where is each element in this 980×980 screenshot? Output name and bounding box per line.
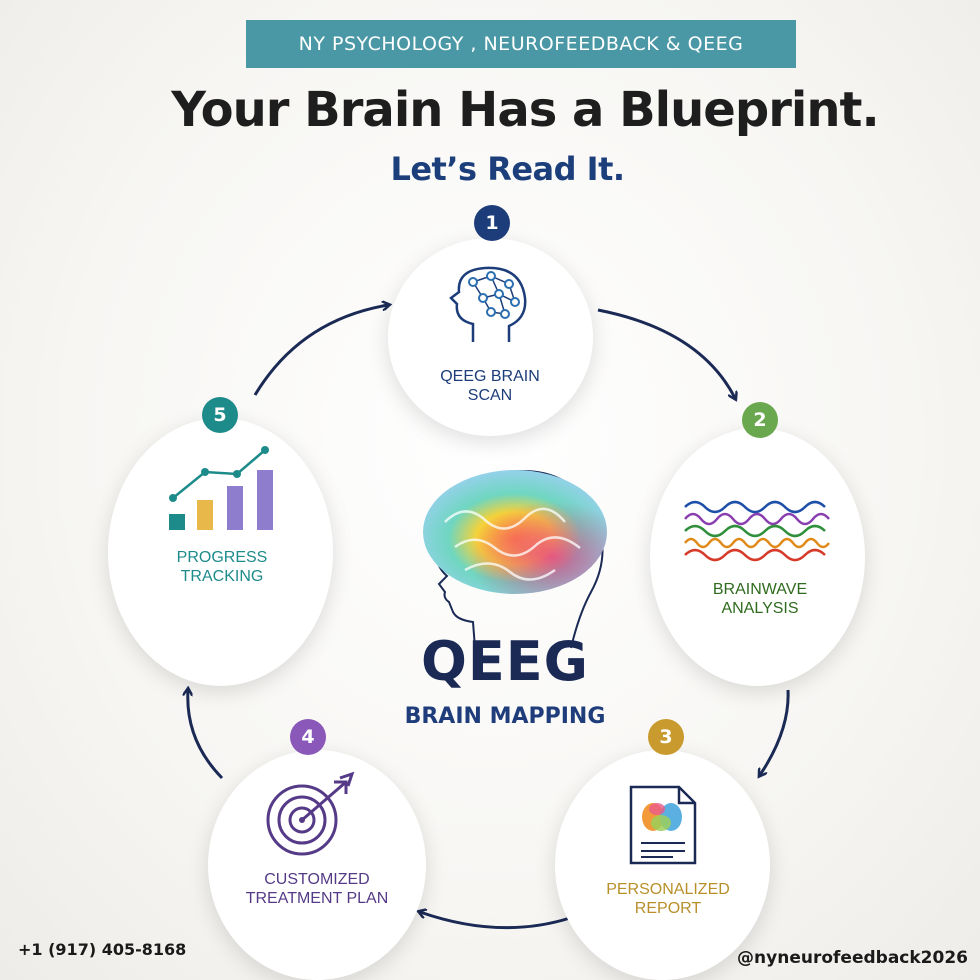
head-network-icon bbox=[449, 266, 527, 342]
progress-bar-3 bbox=[227, 486, 243, 530]
phone-number: +1 (917) 405-8168 bbox=[18, 940, 187, 959]
center-subtitle: BRAIN MAPPING bbox=[404, 704, 606, 729]
step-5-number-badge: 5 bbox=[202, 397, 238, 433]
step-3-number-badge: 3 bbox=[648, 719, 684, 755]
progress-bar-1 bbox=[169, 514, 185, 530]
step-2-card bbox=[650, 428, 865, 686]
brand-banner: NY PSYCHOLOGY , NEUROFEEDBACK & QEEG bbox=[246, 20, 796, 68]
step-2-number-badge: 2 bbox=[742, 402, 778, 438]
arrow-4-to-5 bbox=[188, 690, 224, 780]
subheadline: Let’s Read It. bbox=[390, 150, 625, 188]
step-1-number-badge: 1 bbox=[474, 205, 510, 241]
social-handle: @nyneurofeedback2026 bbox=[737, 948, 968, 968]
progress-chart-icon bbox=[169, 446, 273, 530]
target-arrow-icon bbox=[266, 771, 355, 856]
report-document-icon bbox=[629, 785, 697, 865]
arrow-3-to-4 bbox=[420, 912, 571, 930]
step-4-number-badge: 4 bbox=[290, 719, 326, 755]
arrow-2-to-3 bbox=[760, 689, 790, 775]
brainwave-icon bbox=[684, 500, 830, 562]
progress-bar-4 bbox=[257, 470, 273, 530]
progress-bar-2 bbox=[197, 500, 213, 530]
brain-head-illustration bbox=[423, 470, 607, 649]
center-title: QEEG bbox=[420, 630, 589, 693]
headline: Your Brain Has a Blueprint. bbox=[171, 82, 879, 138]
step-1-card bbox=[388, 238, 593, 436]
step-5-card bbox=[108, 418, 333, 686]
arrow-5-to-1 bbox=[253, 305, 388, 396]
arrow-1-to-2 bbox=[597, 308, 735, 398]
